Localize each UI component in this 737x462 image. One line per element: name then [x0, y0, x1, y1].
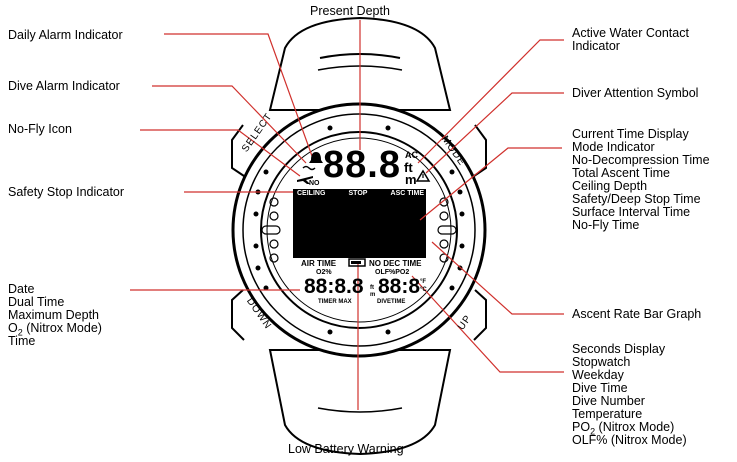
mode-button: [473, 124, 487, 177]
active-water-line-2: Indicator: [572, 39, 620, 53]
po2-suffix: (Nitrox Mode): [595, 420, 675, 434]
po2-prefix: PO: [572, 420, 591, 434]
active-water-line-1: Active Water Contact: [572, 26, 689, 40]
label-active-water: Active Water Contact Indicator: [572, 27, 689, 53]
tabs-bar: [293, 189, 426, 198]
left-unit-m: m: [370, 292, 376, 298]
label-dive-alarm: Dive Alarm Indicator: [8, 79, 120, 93]
up-button: [473, 289, 487, 341]
sg-line-3: Weekday: [572, 368, 624, 382]
dg-line-o2: O2 (Nitrox Mode): [8, 321, 102, 338]
sg-line-1: Seconds Display: [572, 342, 666, 356]
label-seconds-group: Seconds Display Stopwatch Weekday Dive T…: [572, 343, 687, 447]
label-safety-stop: Safety Stop Indicator: [8, 185, 125, 199]
bell-icon: [309, 152, 323, 163]
ctg-line-3: No-Decompression Time: [572, 153, 710, 167]
label-no-fly-icon: No-Fly Icon: [8, 122, 72, 136]
dg-line-3: Maximum Depth: [8, 308, 99, 322]
depth-unit-m: m: [405, 172, 417, 187]
o2-suffix: (Nitrox Mode): [22, 321, 102, 335]
unit-c: °C: [420, 287, 427, 293]
sg-line-5: Dive Number: [572, 394, 645, 408]
diver-attention-icon: [415, 169, 431, 182]
dive-time-label: DIVETIME: [377, 299, 406, 305]
left-unit-ft: ft: [370, 285, 374, 291]
select-button: [231, 124, 245, 177]
left-digits: 88:8.8: [304, 275, 364, 298]
strap-bottom: [268, 349, 452, 456]
label-present-depth: Present Depth: [310, 4, 390, 18]
no-label: NO: [309, 180, 320, 187]
tab-asc-time: ASC TIME: [390, 190, 424, 197]
o2-sub: 2: [17, 327, 23, 338]
ctg-line-8: No-Fly Time: [572, 218, 640, 232]
bezel-dots: [253, 125, 465, 335]
right-digits: 88:8: [378, 275, 421, 298]
po2-sub: 2: [590, 426, 596, 437]
down-button: [231, 289, 245, 341]
dg-line-1: Date: [8, 282, 35, 296]
label-diver-attention: Diver Attention Symbol: [572, 86, 699, 100]
tab-stop: STOP: [348, 190, 368, 197]
no-dec-time-label: NO DEC TIME: [369, 259, 422, 268]
tabs-row: CEILING STOP ASC TIME: [297, 189, 424, 198]
ctg-line-4: Total Ascent Time: [572, 166, 670, 180]
ctg-line-2: Mode Indicator: [572, 140, 655, 154]
ctg-line-1: Current Time Display: [572, 127, 689, 141]
label-current-time-group: Current Time Display Mode Indicator No-D…: [572, 128, 710, 232]
sg-line-2: Stopwatch: [572, 355, 631, 369]
dg-line-time: Time: [8, 334, 36, 348]
o2pct-label: O2%: [316, 269, 332, 276]
tab-ceiling: CEILING: [297, 190, 326, 197]
air-time-label: AIR TIME: [301, 259, 337, 268]
battery-icon: [348, 258, 366, 267]
olf-po2-label: OLF%PO2: [375, 269, 410, 276]
sg-line-6: Temperature: [572, 407, 643, 421]
sg-line-olf: OLF% (Nitrox Mode): [572, 433, 687, 447]
o2-prefix: O: [8, 321, 18, 335]
timer-max-label: TIMER MAX: [318, 299, 352, 305]
dive-alarm-icon: [302, 165, 316, 171]
ctg-line-6: Safety/Deep Stop Time: [572, 192, 701, 206]
label-low-battery: Low Battery Warning: [288, 442, 404, 456]
side-indicators: [261, 197, 457, 263]
depth-unit-ft: ft: [404, 160, 413, 175]
label-daily-alarm: Daily Alarm Indicator: [8, 28, 123, 42]
unit-f: °F: [420, 279, 427, 285]
sg-line-4: Dive Time: [572, 381, 628, 395]
lcd-black-area: [293, 198, 426, 258]
leader-lines: [130, 20, 564, 410]
sg-line-po2: PO2 (Nitrox Mode): [572, 420, 687, 437]
ctg-line-7: Surface Interval Time: [572, 205, 691, 219]
no-fly-plane-icon: [297, 176, 313, 184]
ctg-line-5: Ceiling Depth: [572, 179, 648, 193]
depth-digits: 88.8: [323, 144, 401, 186]
label-date-group: Date Dual Time Maximum Depth O2 (Nitrox …: [8, 283, 102, 348]
dg-line-2: Dual Time: [8, 295, 65, 309]
depth-unit-ac: AC: [405, 150, 418, 160]
label-ascent-rate: Ascent Rate Bar Graph: [572, 307, 702, 321]
